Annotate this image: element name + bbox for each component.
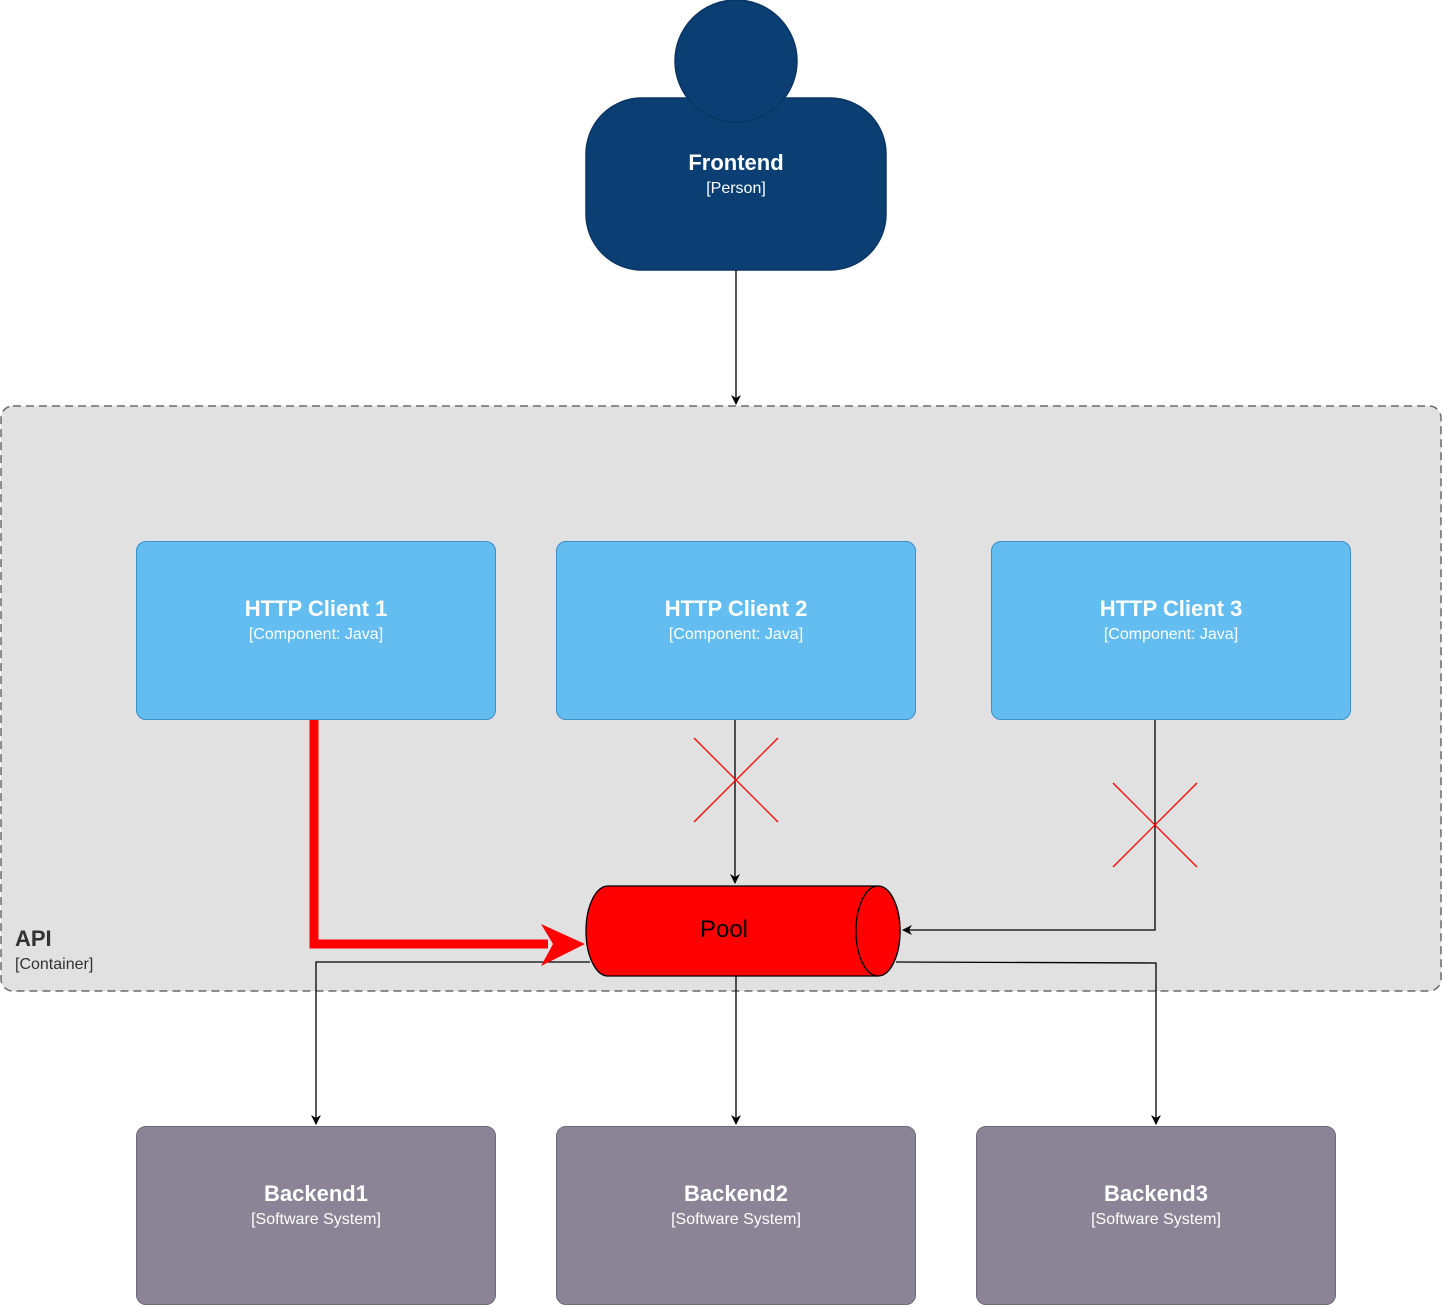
- http-client-1-type: [Component: Java]: [248, 626, 384, 643]
- backend1-box[interactable]: Backend1 [Software System]: [136, 1126, 496, 1305]
- pool-label: Pool: [699, 916, 749, 943]
- http-client-3-box[interactable]: HTTP Client 3 [Component: Java]: [991, 541, 1351, 720]
- backend1-title: Backend1: [264, 1181, 368, 1206]
- frontend-type: [Person]: [706, 180, 766, 197]
- http-client-1-box[interactable]: HTTP Client 1 [Component: Java]: [136, 541, 496, 720]
- api-container-type: [Container]: [15, 956, 94, 973]
- http-client-2-box[interactable]: HTTP Client 2 [Component: Java]: [556, 541, 916, 720]
- blocked-marker-client2: [693, 737, 779, 823]
- backend2-title: Backend2: [684, 1181, 788, 1206]
- http-client-1-title: HTTP Client 1: [244, 596, 388, 621]
- http-client-2-type: [Component: Java]: [668, 626, 804, 643]
- http-client-3-type: [Component: Java]: [1103, 626, 1239, 643]
- edge-pool-to-backend1: [311, 961, 590, 1125]
- frontend-title: Frontend: [688, 150, 784, 175]
- http-client-3-title: HTTP Client 3: [1099, 596, 1243, 621]
- backend3-box[interactable]: Backend3 [Software System]: [976, 1126, 1336, 1305]
- active-arrowhead: [541, 924, 585, 966]
- blocked-marker-client3: [1112, 782, 1198, 868]
- backend2-box[interactable]: Backend2 [Software System]: [556, 1126, 916, 1305]
- edge-pool-to-backend3: [895, 961, 1161, 1125]
- pool-cylinder-cap: [855, 885, 901, 977]
- backend3-title: Backend3: [1104, 1181, 1208, 1206]
- backend3-type: [Software System]: [1091, 1211, 1221, 1228]
- pool-cylinder[interactable]: [585, 885, 901, 977]
- frontend-person-shape[interactable]: [585, 0, 887, 271]
- edge-client3-to-pool: [902, 720, 1156, 935]
- api-container-title: API: [15, 926, 52, 951]
- backend1-type: [Software System]: [251, 1211, 381, 1228]
- edge-client1-to-pool-active: [309, 720, 585, 966]
- frontend-head: [674, 0, 798, 123]
- http-client-2-title: HTTP Client 2: [664, 596, 808, 621]
- backend2-type: [Software System]: [671, 1211, 801, 1228]
